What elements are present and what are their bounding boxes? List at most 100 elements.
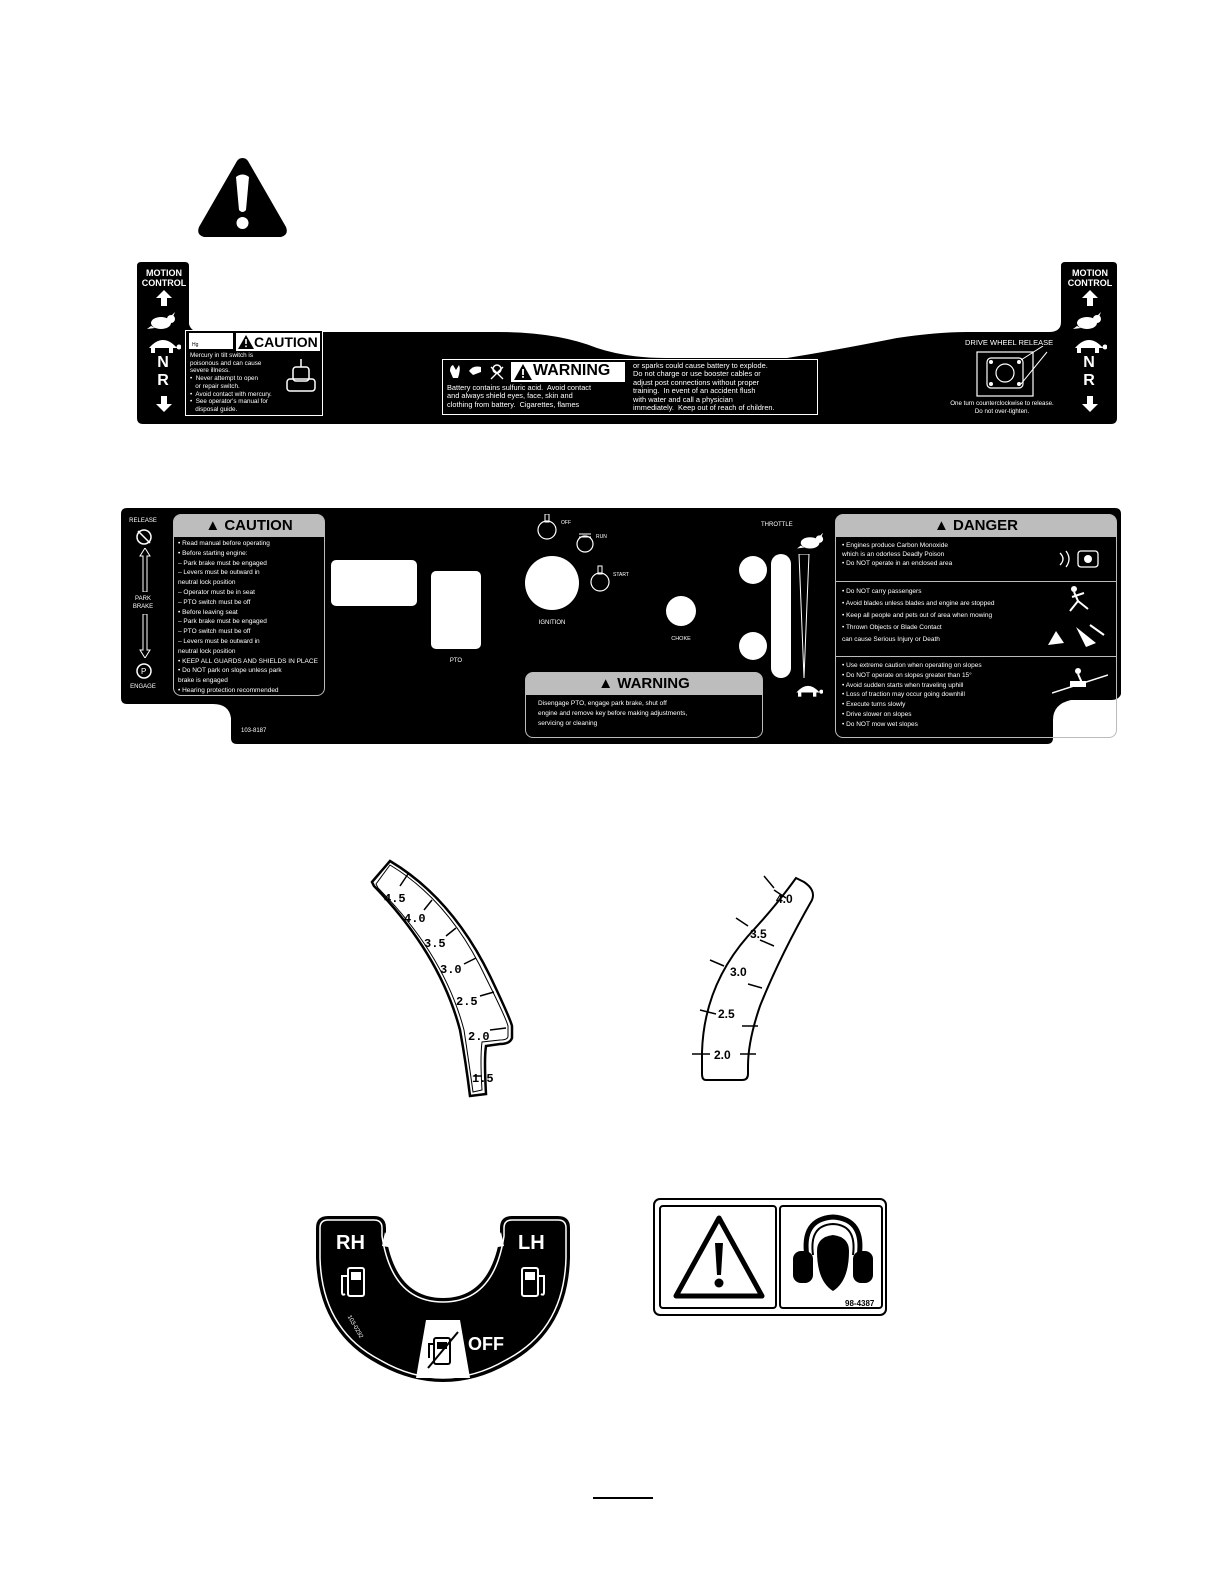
text-line: • Execute turns slowly: [842, 701, 906, 709]
warning-triangle-icon: [238, 335, 254, 349]
gauge-tick: [773, 889, 787, 899]
text-line: neutral lock position: [178, 579, 236, 587]
rabbit-icon: [797, 532, 824, 549]
gauge-label: 3.5: [750, 927, 767, 941]
hg-label: Hg: [192, 342, 199, 348]
text-line: • Loss of traction may occur going downh…: [842, 691, 965, 699]
text-line: • Read manual before operating: [178, 540, 270, 547]
text-line: • Avoid sudden starts when traveling uph…: [842, 681, 964, 689]
off-label: OFF: [468, 1334, 504, 1354]
tilt-switch-icon: [286, 359, 316, 392]
battery-warning-box: WARNING Battery contains sulfuric acid. …: [442, 359, 818, 415]
danger-text-co: • Engines produce Carbon Monoxide which …: [836, 537, 1116, 582]
control-panel-decal: RELEASE PARK BRAKE P ENGAGE 103-8187 ▲ C…: [121, 508, 1121, 744]
gauge-label: 3.0: [730, 965, 747, 979]
park-brake-icon: P: [136, 663, 152, 679]
text-line: • Do NOT mow wet slopes: [842, 720, 918, 728]
text-line: – Levers must be outward in: [178, 637, 260, 645]
pto-label: PTO: [449, 658, 463, 664]
release-note: One turn counterclockwise to release. Do…: [950, 400, 1054, 415]
throttle-wedge-icon: [798, 554, 810, 678]
warning-text-left: Battery contains sulfuric acid. Avoid co…: [447, 383, 592, 409]
ear-protection-icon: [793, 1214, 873, 1291]
warning-header: WARNING: [511, 362, 625, 382]
gauge-tick: [489, 1027, 507, 1031]
rabbit-icon: [1073, 312, 1101, 329]
caution-text: • Read manual before operating • Before s…: [174, 537, 324, 698]
part-number: 98-4387: [845, 1299, 875, 1308]
motion-control-decal: MOTION CONTROL N R MOTION CONTROL N R Hg…: [137, 262, 1117, 424]
fuel-pump-icon: [521, 1267, 545, 1297]
text-line: • Before leaving seat: [178, 608, 238, 616]
text-line: • Do NOT carry passengers: [842, 588, 922, 595]
gauge-tick: [399, 873, 409, 887]
throttle-knob-hole-bottom[interactable]: [739, 632, 767, 660]
gauge-label: 4.5: [384, 892, 406, 906]
rabbit-icon: [147, 312, 175, 329]
gauge-tick: [759, 939, 775, 947]
throttle-slot[interactable]: [771, 554, 791, 678]
hour-meter-cutout: [331, 560, 417, 606]
height-gauge-right: 4.03.53.02.52.0: [692, 875, 814, 1081]
warning-title: WARNING: [617, 675, 690, 692]
turtle-icon: [796, 685, 823, 697]
mercury-caution-box: Hg CAUTION Mercury in tilt switch is poi…: [185, 330, 323, 416]
text-line: • KEEP ALL GUARDS AND SHIELDS IN PLACE: [178, 657, 318, 665]
gauge-tick: [463, 957, 477, 965]
gauge-label: 4.0: [776, 892, 793, 906]
warning-panel: [659, 1205, 777, 1309]
gauge-label: 1.5: [472, 1072, 494, 1086]
warning-triangle-icon: ▲: [598, 675, 618, 692]
ignition-switch-hole[interactable]: [525, 556, 579, 610]
neutral-label-left: N: [157, 354, 169, 371]
arrow-up-icon: [156, 290, 172, 306]
lh-label: LH: [518, 1232, 545, 1254]
drive-wheel-release-label: DRIVE WHEEL RELEASE: [965, 338, 1054, 347]
text-line: • Before starting engine:: [178, 549, 248, 557]
gauge-label: 2.0: [468, 1030, 490, 1044]
warning-box: ▲ WARNING Disengage PTO, engage park bra…: [525, 672, 763, 738]
reverse-label-left: R: [157, 372, 169, 389]
turtle-icon: [149, 340, 181, 353]
run-label: RUN: [596, 534, 607, 540]
reverse-label-right: R: [1083, 372, 1095, 389]
gauge-label: 4.0: [404, 912, 426, 926]
text-line: Disengage PTO, engage park brake, shut o…: [538, 700, 667, 707]
engage-label: ENGAGE: [130, 684, 156, 690]
release-icon: [136, 529, 152, 545]
gauge-label: 2.5: [718, 1007, 735, 1021]
gauge-label: 2.5: [456, 995, 478, 1009]
warning-text: Disengage PTO, engage park brake, shut o…: [526, 695, 762, 733]
text-line: brake is engaged: [178, 677, 228, 685]
caution-header: ▲ CAUTION: [174, 515, 324, 537]
off-label: OFF: [561, 520, 571, 526]
text-line: – Levers must be outward in: [178, 569, 260, 577]
text-line: • Do NOT operate in an enclosed area: [842, 560, 953, 567]
page-number-rule: [593, 1497, 653, 1499]
pto-switch-cutout[interactable]: [431, 571, 481, 649]
throttle-label: THROTTLE: [761, 522, 793, 528]
caution-box: ▲ CAUTION • Read manual before operating…: [173, 514, 325, 696]
release-label: RELEASE: [129, 518, 157, 524]
text-line: • Do NOT park on slope unless park: [178, 667, 282, 675]
park-brake-label: PARK BRAKE: [132, 596, 154, 610]
choke-hole[interactable]: [666, 596, 696, 626]
throttle-knob-hole-top[interactable]: [739, 556, 767, 584]
warning-title: WARNING: [533, 362, 611, 379]
caution-header: CAUTION: [236, 333, 320, 351]
caution-title: CAUTION: [224, 517, 293, 534]
gauge-tick: [699, 1009, 717, 1015]
danger-text-blades: • Do NOT carry passengers• Avoid blades …: [836, 582, 1116, 657]
arrow-up-outline-icon: [139, 548, 151, 592]
neutral-label-right: N: [1083, 354, 1095, 371]
wheel-release-diagram-icon: [976, 346, 1048, 397]
arrow-down-icon: [156, 396, 172, 412]
key-off-icon: [537, 514, 557, 540]
gauge-tick: [735, 917, 749, 927]
height-gauge-left: 4.54.03.53.02.52.01.5: [370, 859, 514, 1098]
danger-title: DANGER: [953, 517, 1019, 534]
gauge-label: 3.5: [424, 937, 446, 951]
text-line: • Drive slower on slopes: [842, 710, 912, 718]
text-line: • Thrown Objects or Blade Contact: [842, 624, 942, 631]
gauge-tick: [747, 983, 763, 989]
